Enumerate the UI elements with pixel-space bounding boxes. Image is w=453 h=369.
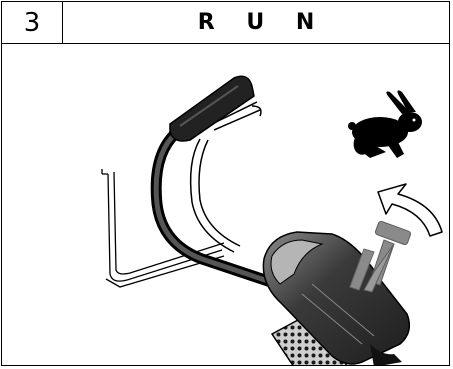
rabbit-icon [348, 90, 422, 158]
handle-grip [170, 76, 254, 141]
step-number: 3 [2, 2, 63, 43]
treadmill-illustration [2, 44, 450, 366]
step-title: R U N [63, 2, 449, 43]
step-header: 3 R U N [2, 2, 449, 44]
